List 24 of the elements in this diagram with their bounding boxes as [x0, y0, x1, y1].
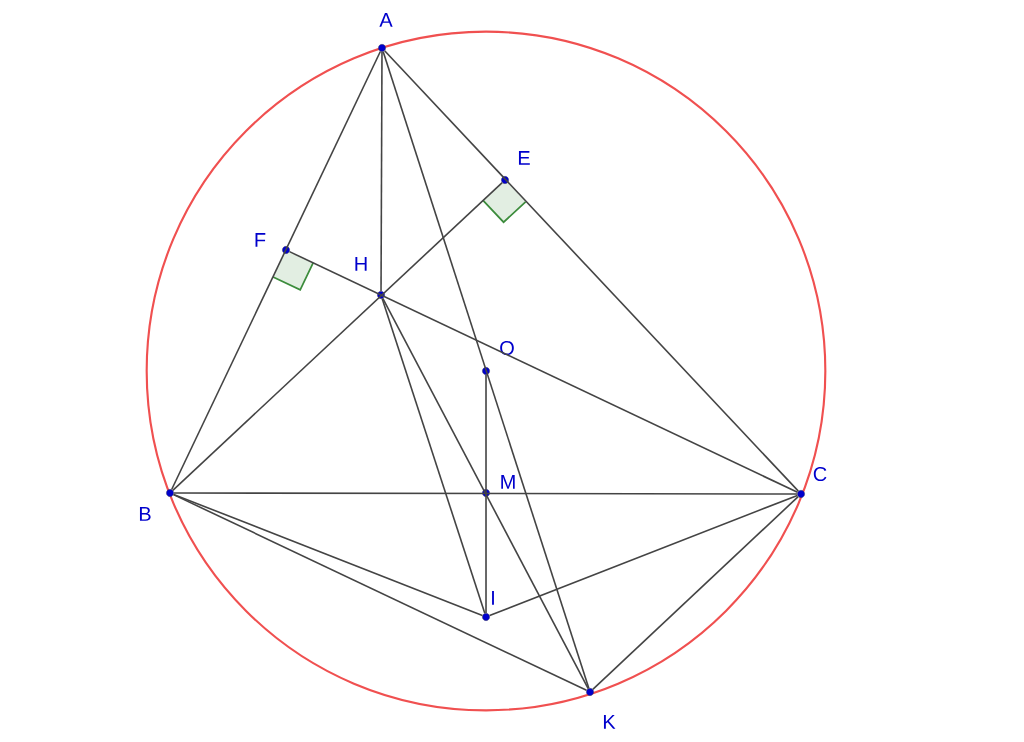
line-segment — [288, 250, 799, 494]
point-label: A — [379, 13, 393, 27]
line-segment — [383, 50, 800, 492]
point-label: I — [492, 591, 494, 605]
line-segment — [173, 492, 798, 495]
line-segment — [382, 50, 590, 690]
point-label: M — [501, 475, 515, 489]
line-segment — [381, 297, 486, 615]
point-label: C — [813, 466, 827, 482]
point-label: H — [355, 257, 367, 271]
point-label: K — [603, 715, 616, 729]
line-segment — [485, 374, 487, 614]
line-segment — [172, 493, 588, 692]
line-segment — [382, 297, 589, 690]
point-label: O — [500, 340, 514, 356]
line-segment — [592, 495, 799, 691]
line-segment — [172, 493, 484, 617]
line-segment — [170, 50, 382, 491]
point-label: B — [139, 507, 151, 521]
line-segment — [488, 494, 799, 617]
point-label: F — [255, 233, 266, 247]
point-label: E — [518, 151, 530, 165]
line-segment — [172, 181, 503, 492]
line-segment — [380, 51, 383, 292]
